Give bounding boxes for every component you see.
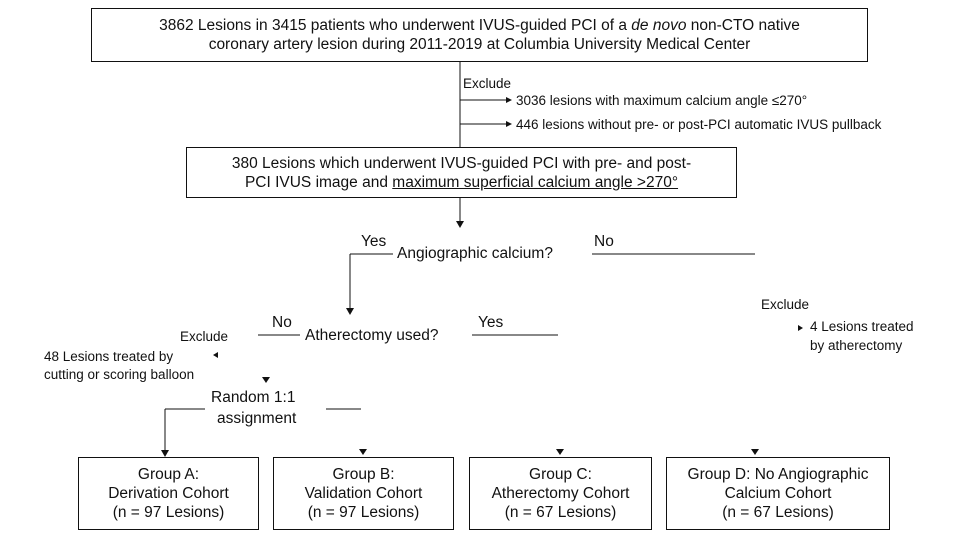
enrollment-text-2: non-CTO native bbox=[686, 17, 800, 34]
decision-atherectomy-used: Atherectomy used? bbox=[305, 327, 439, 344]
exclude-left-line-1: 48 Lesions treated by bbox=[44, 349, 174, 364]
group-c-title: Group C: bbox=[529, 466, 592, 483]
decision1-no-label: No bbox=[594, 233, 614, 250]
exclude-label-right: Exclude bbox=[761, 297, 810, 312]
exclude-item-calcium-angle: 3036 lesions with maximum calcium angle … bbox=[516, 93, 808, 108]
exclude-label-left: Exclude bbox=[180, 329, 229, 344]
group-d-count: (n = 67 Lesions) bbox=[722, 504, 834, 521]
exclude-right-line-1: 4 Lesions treated bbox=[810, 319, 914, 334]
enrollment-text-italic: de novo bbox=[631, 17, 687, 34]
random-assignment-line-2: assignment bbox=[217, 410, 297, 427]
group-d-box: Group D: No Angiographic Calcium Cohort … bbox=[666, 457, 890, 530]
group-a-title: Group A: bbox=[137, 466, 200, 483]
group-b-box: Group B: Validation Cohort (n = 97 Lesio… bbox=[273, 457, 454, 530]
exclude-label-1: Exclude bbox=[463, 76, 512, 91]
random-assignment-line-1: Random 1:1 bbox=[211, 389, 296, 406]
group-c-box: Group C: Atherectomy Cohort (n = 67 Lesi… bbox=[469, 457, 652, 530]
group-b-title: Group B: bbox=[332, 466, 395, 483]
enrollment-text-3: coronary artery lesion during 2011-2019 … bbox=[208, 36, 751, 53]
inclusion-text-2: PCI IVUS image and bbox=[244, 173, 393, 191]
exclude-right-line-2: by atherectomy bbox=[810, 338, 903, 353]
group-d-title: Group D: No Angiographic bbox=[687, 466, 869, 483]
enrollment-text-1: 3862 Lesions in 3415 patients who underw… bbox=[159, 17, 632, 34]
decision-angiographic-calcium: Angiographic calcium? bbox=[397, 245, 553, 262]
group-a-cohort: Derivation Cohort bbox=[108, 485, 229, 502]
decision2-yes-label: Yes bbox=[478, 314, 504, 331]
group-a-box: Group A: Derivation Cohort (n = 97 Lesio… bbox=[78, 457, 259, 530]
group-b-cohort: Validation Cohort bbox=[304, 485, 423, 502]
group-b-count: (n = 97 Lesions) bbox=[307, 504, 420, 521]
inclusion-text-1: 380 Lesions which underwent IVUS-guided … bbox=[231, 154, 692, 172]
exclude-left-line-2: cutting or scoring balloon bbox=[44, 367, 195, 382]
decision1-yes-label: Yes bbox=[361, 233, 387, 250]
decision2-no-label: No bbox=[272, 314, 292, 331]
exclude-item-no-pullback: 446 lesions without pre- or post-PCI aut… bbox=[516, 117, 882, 132]
group-c-count: (n = 67 Lesions) bbox=[504, 504, 617, 521]
enrollment-box: 3862 Lesions in 3415 patients who underw… bbox=[91, 8, 868, 62]
group-a-count: (n = 97 Lesions) bbox=[112, 504, 225, 521]
inclusion-box: 380 Lesions which underwent IVUS-guided … bbox=[186, 147, 737, 198]
inclusion-text-underlined: maximum superficial calcium angle >270° bbox=[392, 173, 679, 191]
group-d-cohort: Calcium Cohort bbox=[724, 485, 832, 502]
group-c-cohort: Atherectomy Cohort bbox=[491, 485, 630, 502]
